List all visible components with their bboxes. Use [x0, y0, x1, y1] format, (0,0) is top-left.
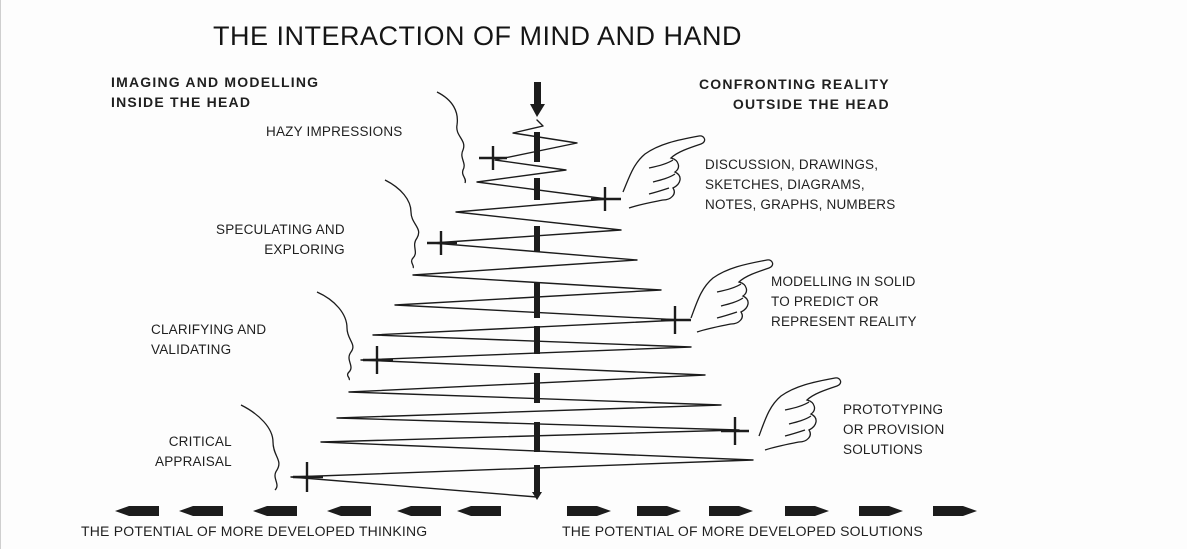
center-spine — [530, 82, 545, 500]
spine-segment — [534, 326, 540, 354]
arrow-right-icon — [859, 506, 903, 516]
left-heading: IMAGING AND MODELLING INSIDE THE HEAD — [111, 74, 320, 110]
right-heading: CONFRONTING REALITY OUTSIDE THE HEAD — [699, 76, 890, 112]
hands — [622, 135, 842, 451]
arrow-right-icon — [785, 506, 829, 516]
stage-label-hazy-impressions: HAZY IMPRESSIONS — [266, 124, 403, 139]
spine-segment — [534, 282, 540, 318]
arrow-left-row — [115, 506, 501, 516]
brackets — [240, 91, 467, 491]
arrow-left-icon — [253, 506, 297, 516]
bottom-arrows — [115, 506, 977, 516]
stage-label-discussion: DISCUSSION, DRAWINGS, SKETCHES, DIAGRAMS… — [705, 157, 896, 212]
stage-label-speculating: SPECULATING AND EXPLORING — [216, 222, 345, 257]
arrow-left-icon — [397, 506, 441, 516]
footer-left-caption: THE POTENTIAL OF MORE DEVELOPED THINKING — [81, 523, 428, 539]
arrow-down-icon — [530, 104, 545, 117]
spine-segment — [534, 178, 540, 200]
arrow-left-icon — [179, 506, 223, 516]
pointing-hand-icon — [622, 135, 706, 209]
spine-segment — [534, 132, 540, 162]
stage-label-modelling: MODELLING IN SOLID TO PREDICT OR REPRESE… — [771, 274, 917, 329]
arrow-right-icon — [933, 506, 977, 516]
arrow-left-icon — [327, 506, 371, 516]
arrow-right-icon — [709, 506, 753, 516]
spine-tip — [532, 492, 542, 500]
spine-segment — [534, 422, 540, 452]
spine-segment — [534, 373, 540, 403]
stage-label-clarifying: CLARIFYING AND VALIDATING — [151, 322, 267, 357]
arrow-left-icon — [115, 506, 159, 516]
stage-label-prototyping: PROTOTYPING OR PROVISION SOLUTIONS — [843, 402, 945, 457]
arrow-right-icon — [567, 506, 611, 516]
page-title: THE INTERACTION OF MIND AND HAND — [213, 21, 743, 51]
spine-segment — [534, 465, 540, 493]
squiggle-bracket-icon — [436, 91, 467, 184]
squiggle-bracket-icon — [384, 179, 420, 269]
spine-segment — [534, 226, 540, 252]
spine-segment — [534, 82, 541, 106]
arrow-right-icon — [637, 506, 681, 516]
tick-marks — [293, 146, 749, 492]
squiggle-bracket-icon — [316, 291, 354, 381]
pointing-hand-icon — [690, 259, 774, 333]
squiggle-bracket-icon — [240, 404, 280, 491]
footer-right-caption: THE POTENTIAL OF MORE DEVELOPED SOLUTION… — [562, 523, 923, 539]
arrow-left-icon — [457, 506, 501, 516]
arrow-right-row — [567, 506, 977, 516]
zigzag-line — [290, 119, 754, 498]
pointing-hand-icon — [758, 377, 842, 451]
stage-label-critical-appraisal: CRITICAL APPRAISAL — [155, 434, 232, 469]
